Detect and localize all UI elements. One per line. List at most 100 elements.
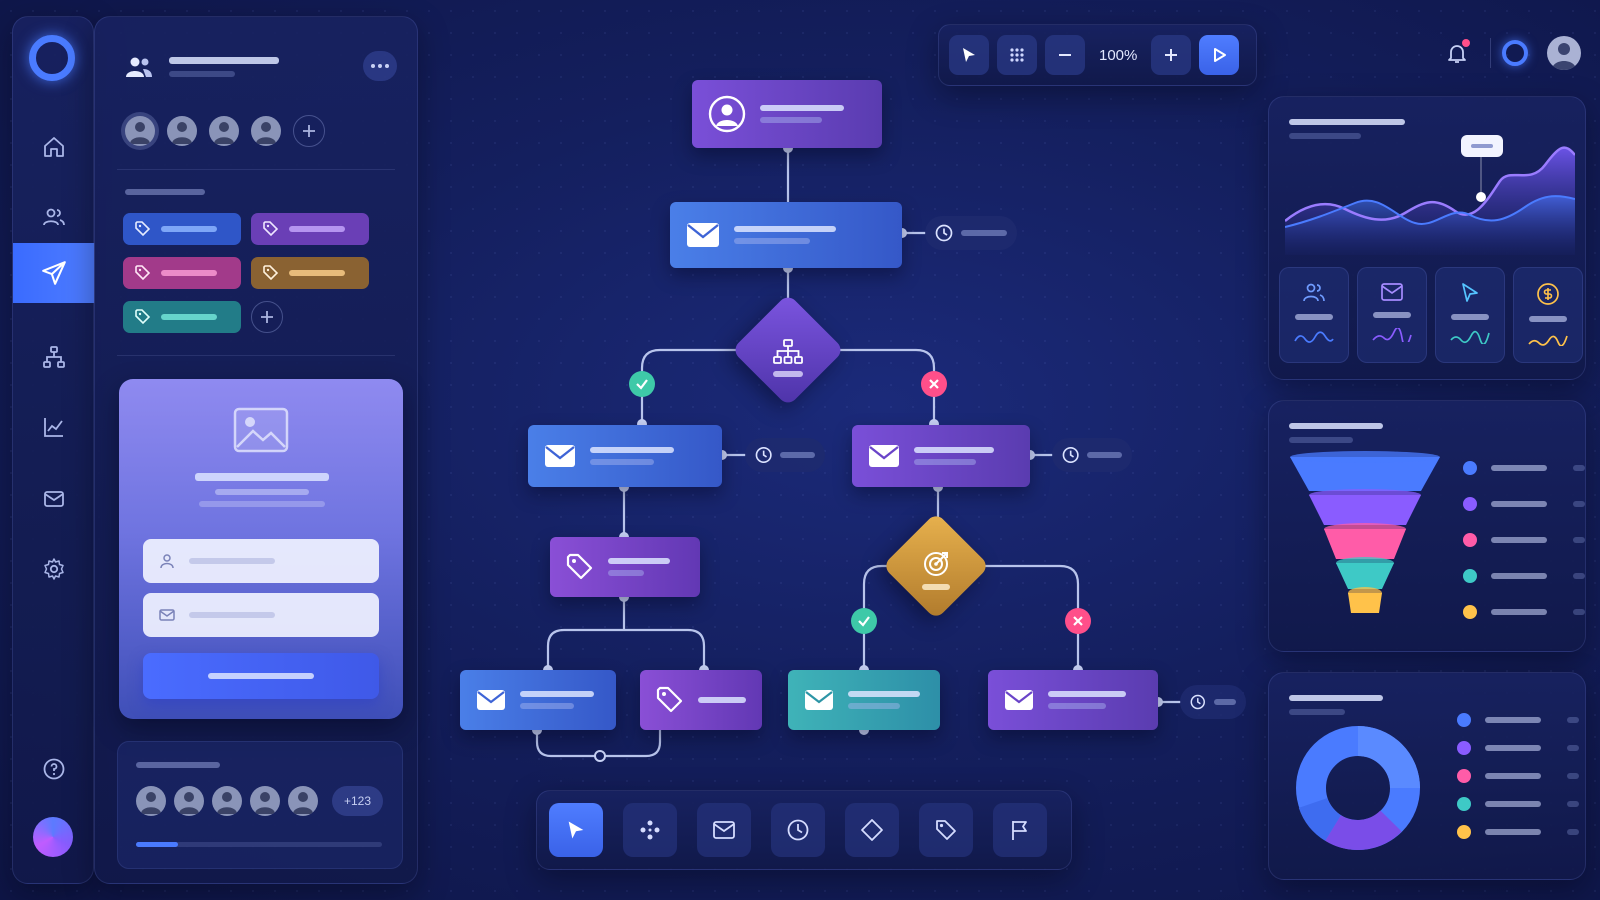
- delay-timer[interactable]: [745, 438, 825, 472]
- email-node[interactable]: [460, 670, 616, 730]
- legend-row[interactable]: [1463, 497, 1585, 511]
- progress-fill: [136, 842, 178, 847]
- plus-icon: [1165, 49, 1178, 61]
- components-tool-button[interactable]: [623, 803, 677, 857]
- tag-chip[interactable]: [123, 301, 241, 333]
- avatar[interactable]: [174, 786, 204, 816]
- name-field[interactable]: [143, 539, 379, 583]
- legend-row[interactable]: [1457, 741, 1579, 755]
- stat-card-revenue[interactable]: [1513, 267, 1583, 363]
- nav-item-mail[interactable]: [13, 469, 95, 529]
- add-member-button[interactable]: [293, 115, 325, 147]
- legend-row[interactable]: [1463, 461, 1585, 475]
- stat-card-contacts[interactable]: [1279, 267, 1349, 363]
- panel-subtitle: [169, 71, 235, 77]
- avatar[interactable]: [209, 116, 239, 146]
- app-logo[interactable]: [29, 35, 75, 81]
- zoom-level[interactable]: 100%: [1099, 46, 1138, 64]
- legend-row[interactable]: [1457, 713, 1579, 727]
- tag-chip[interactable]: [251, 257, 369, 289]
- grid-toggle-button[interactable]: [997, 35, 1037, 75]
- tag-tool-button[interactable]: [919, 803, 973, 857]
- legend-row[interactable]: [1463, 533, 1585, 547]
- submit-button[interactable]: [143, 653, 379, 699]
- funnel-stage[interactable]: [1309, 495, 1421, 525]
- delay-tool-button[interactable]: [771, 803, 825, 857]
- users-icon: [43, 208, 65, 226]
- goal-tool-button[interactable]: [993, 803, 1047, 857]
- stat-card-emails[interactable]: [1357, 267, 1427, 363]
- stat-card-clicks[interactable]: [1435, 267, 1505, 363]
- funnel-stage[interactable]: [1336, 563, 1394, 589]
- yes-branch-badge[interactable]: [851, 608, 877, 634]
- legend-row[interactable]: [1457, 825, 1579, 839]
- engagement-area-chart[interactable]: [1285, 125, 1575, 255]
- avatar[interactable]: [167, 116, 197, 146]
- run-button[interactable]: [1199, 35, 1240, 75]
- more-button[interactable]: [363, 51, 397, 81]
- sparkline: [1450, 330, 1490, 344]
- zoom-in-button[interactable]: [1151, 35, 1192, 75]
- add-tag-button[interactable]: [251, 301, 283, 333]
- nav-item-settings[interactable]: [13, 539, 95, 599]
- funnel-chart[interactable]: [1283, 449, 1447, 629]
- donut-chart[interactable]: [1293, 723, 1423, 853]
- tag-node[interactable]: [640, 670, 762, 730]
- avatar[interactable]: [136, 786, 166, 816]
- no-branch-badge[interactable]: [1065, 608, 1091, 634]
- email-node[interactable]: [528, 425, 722, 487]
- nav-item-analytics[interactable]: [13, 397, 95, 457]
- legend-label: [1485, 801, 1541, 807]
- delay-timer[interactable]: [1180, 685, 1246, 719]
- email-node[interactable]: [988, 670, 1158, 730]
- delay-timer[interactable]: [925, 216, 1017, 250]
- user-avatar[interactable]: [33, 817, 73, 857]
- split-condition-content: [748, 318, 828, 398]
- avatar[interactable]: [125, 116, 155, 146]
- canvas-toolbar: 100%: [938, 24, 1257, 86]
- notification-dot: [1462, 39, 1470, 47]
- user-avatar[interactable]: [1547, 36, 1581, 70]
- email-node[interactable]: [670, 202, 902, 268]
- legend-dot: [1463, 461, 1477, 475]
- email-tool-button[interactable]: [697, 803, 751, 857]
- funnel-stage[interactable]: [1290, 457, 1440, 491]
- no-branch-badge[interactable]: [921, 371, 947, 397]
- legend-row[interactable]: [1457, 769, 1579, 783]
- zoom-out-button[interactable]: [1045, 35, 1085, 75]
- delay-timer[interactable]: [1052, 438, 1132, 472]
- merge-point[interactable]: [594, 750, 606, 762]
- nav-item-help[interactable]: [13, 739, 95, 799]
- mail-icon: [869, 445, 899, 467]
- avatar[interactable]: [288, 786, 318, 816]
- legend-row[interactable]: [1463, 569, 1585, 583]
- legend-row[interactable]: [1457, 797, 1579, 811]
- funnel-stage[interactable]: [1324, 529, 1406, 559]
- notifications-button[interactable]: [1440, 36, 1474, 70]
- avatar[interactable]: [251, 116, 281, 146]
- email-node[interactable]: [852, 425, 1030, 487]
- nav-item-audience[interactable]: [13, 187, 95, 247]
- tag-chip[interactable]: [123, 257, 241, 289]
- condition-tool-button[interactable]: [845, 803, 899, 857]
- tag-chip[interactable]: [251, 213, 369, 245]
- form-preview-card[interactable]: [119, 379, 403, 719]
- tag-node[interactable]: [550, 537, 700, 597]
- nav-item-campaigns[interactable]: [13, 243, 95, 303]
- legend-row[interactable]: [1463, 605, 1585, 619]
- status-ring-icon[interactable]: [1502, 40, 1528, 66]
- email-field[interactable]: [143, 593, 379, 637]
- avatar[interactable]: [250, 786, 280, 816]
- email-node[interactable]: [788, 670, 940, 730]
- yes-branch-badge[interactable]: [629, 371, 655, 397]
- select-tool-button[interactable]: [949, 35, 989, 75]
- trigger-node[interactable]: [692, 80, 882, 148]
- nav-item-workflows[interactable]: [13, 327, 95, 387]
- gear-icon: [44, 558, 64, 580]
- avatar[interactable]: [212, 786, 242, 816]
- members-overflow-badge[interactable]: +123: [332, 786, 384, 816]
- nav-item-home[interactable]: [13, 117, 95, 177]
- legend-dot: [1457, 769, 1471, 783]
- select-tool-button[interactable]: [549, 803, 603, 857]
- tag-chip[interactable]: [123, 213, 241, 245]
